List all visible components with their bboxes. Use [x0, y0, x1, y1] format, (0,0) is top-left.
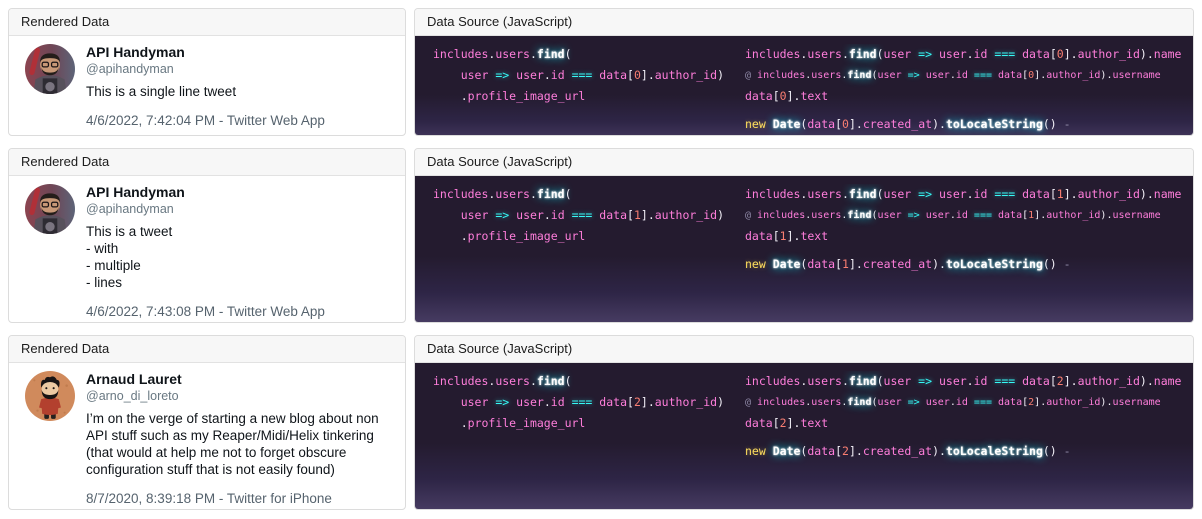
tweet: API Handyman @apihandyman This is a sing…: [9, 36, 405, 135]
rendered-data-title: Rendered Data: [21, 154, 110, 169]
tweet-timestamp: 8/7/2020, 8:39:18 PM - Twitter for iPhon…: [86, 491, 332, 506]
tweet-text: This is a tweet- with- multiple- lines: [86, 224, 173, 290]
data-source-header: Data Source (JavaScript): [415, 336, 1193, 363]
rendered-data-title: Rendered Data: [21, 341, 110, 356]
tweet-text: This is a single line tweet: [86, 84, 237, 99]
tweet-timestamp: 4/6/2022, 7:42:04 PM - Twitter Web App: [86, 113, 325, 128]
code-panel: includes.users.find( user => user.id ===…: [415, 176, 1193, 322]
avatar: [25, 184, 75, 234]
data-source-card: Data Source (JavaScript) includes.users.…: [414, 8, 1194, 136]
code-profile-image-expression: includes.users.find( user => user.id ===…: [433, 47, 724, 103]
avatar: [25, 371, 75, 421]
data-source-header: Data Source (JavaScript): [415, 149, 1193, 176]
rendered-data-card: Rendered Data: [8, 8, 406, 136]
comparison-row: Rendered Data: [8, 148, 1194, 323]
tweet-author-handle: @apihandyman: [86, 62, 174, 76]
arnaud-lauret-cartoon-icon: [25, 371, 75, 421]
data-source-title: Data Source (JavaScript): [427, 154, 573, 169]
code-field-expressions: includes.users.find(user => user.id === …: [745, 47, 1182, 131]
code-panel: includes.users.find( user => user.id ===…: [415, 363, 1193, 509]
data-source-card: Data Source (JavaScript) includes.users.…: [414, 335, 1194, 510]
rendered-data-card: Rendered Data: [8, 335, 406, 510]
code-profile-image-expression: includes.users.find( user => user.id ===…: [433, 187, 724, 243]
comparison-row: Rendered Data: [8, 8, 1194, 136]
tweet-body: Arnaud Lauret @arno_di_loreto I’m on the…: [86, 371, 395, 507]
tweet: API Handyman @apihandyman This is a twee…: [9, 176, 405, 322]
tweet-timestamp: 4/6/2022, 7:43:08 PM - Twitter Web App: [86, 304, 325, 319]
tweet-body: API Handyman @apihandyman This is a sing…: [86, 44, 325, 129]
data-source-header: Data Source (JavaScript): [415, 9, 1193, 36]
rendered-data-card: Rendered Data: [8, 148, 406, 323]
tweet-author-handle: @arno_di_loreto: [86, 389, 179, 403]
comparison-row: Rendered Data: [8, 335, 1194, 510]
data-source-title: Data Source (JavaScript): [427, 14, 573, 29]
rendered-data-title: Rendered Data: [21, 14, 110, 29]
tweet-author-name: API Handyman: [86, 44, 185, 60]
api-handyman-photo-icon: [25, 44, 75, 94]
code-field-expressions: includes.users.find(user => user.id === …: [745, 374, 1182, 458]
tweet: Arnaud Lauret @arno_di_loreto I’m on the…: [9, 363, 405, 509]
tweet-author-handle: @apihandyman: [86, 202, 174, 216]
avatar: [25, 44, 75, 94]
rendered-data-header: Rendered Data: [9, 336, 405, 363]
code-field-expressions: includes.users.find(user => user.id === …: [745, 187, 1182, 271]
rendered-data-header: Rendered Data: [9, 9, 405, 36]
tweet-author-name: API Handyman: [86, 184, 185, 200]
tweet-body: API Handyman @apihandyman This is a twee…: [86, 184, 325, 320]
data-source-card: Data Source (JavaScript) includes.users.…: [414, 148, 1194, 323]
code-panel: includes.users.find( user => user.id ===…: [415, 36, 1193, 135]
code-profile-image-expression: includes.users.find( user => user.id ===…: [433, 374, 724, 430]
rendered-data-header: Rendered Data: [9, 149, 405, 176]
data-source-title: Data Source (JavaScript): [427, 341, 573, 356]
tweet-author-name: Arnaud Lauret: [86, 371, 182, 387]
tweet-text: I’m on the verge of starting a new blog …: [86, 411, 379, 477]
api-handyman-photo-icon: [25, 184, 75, 234]
